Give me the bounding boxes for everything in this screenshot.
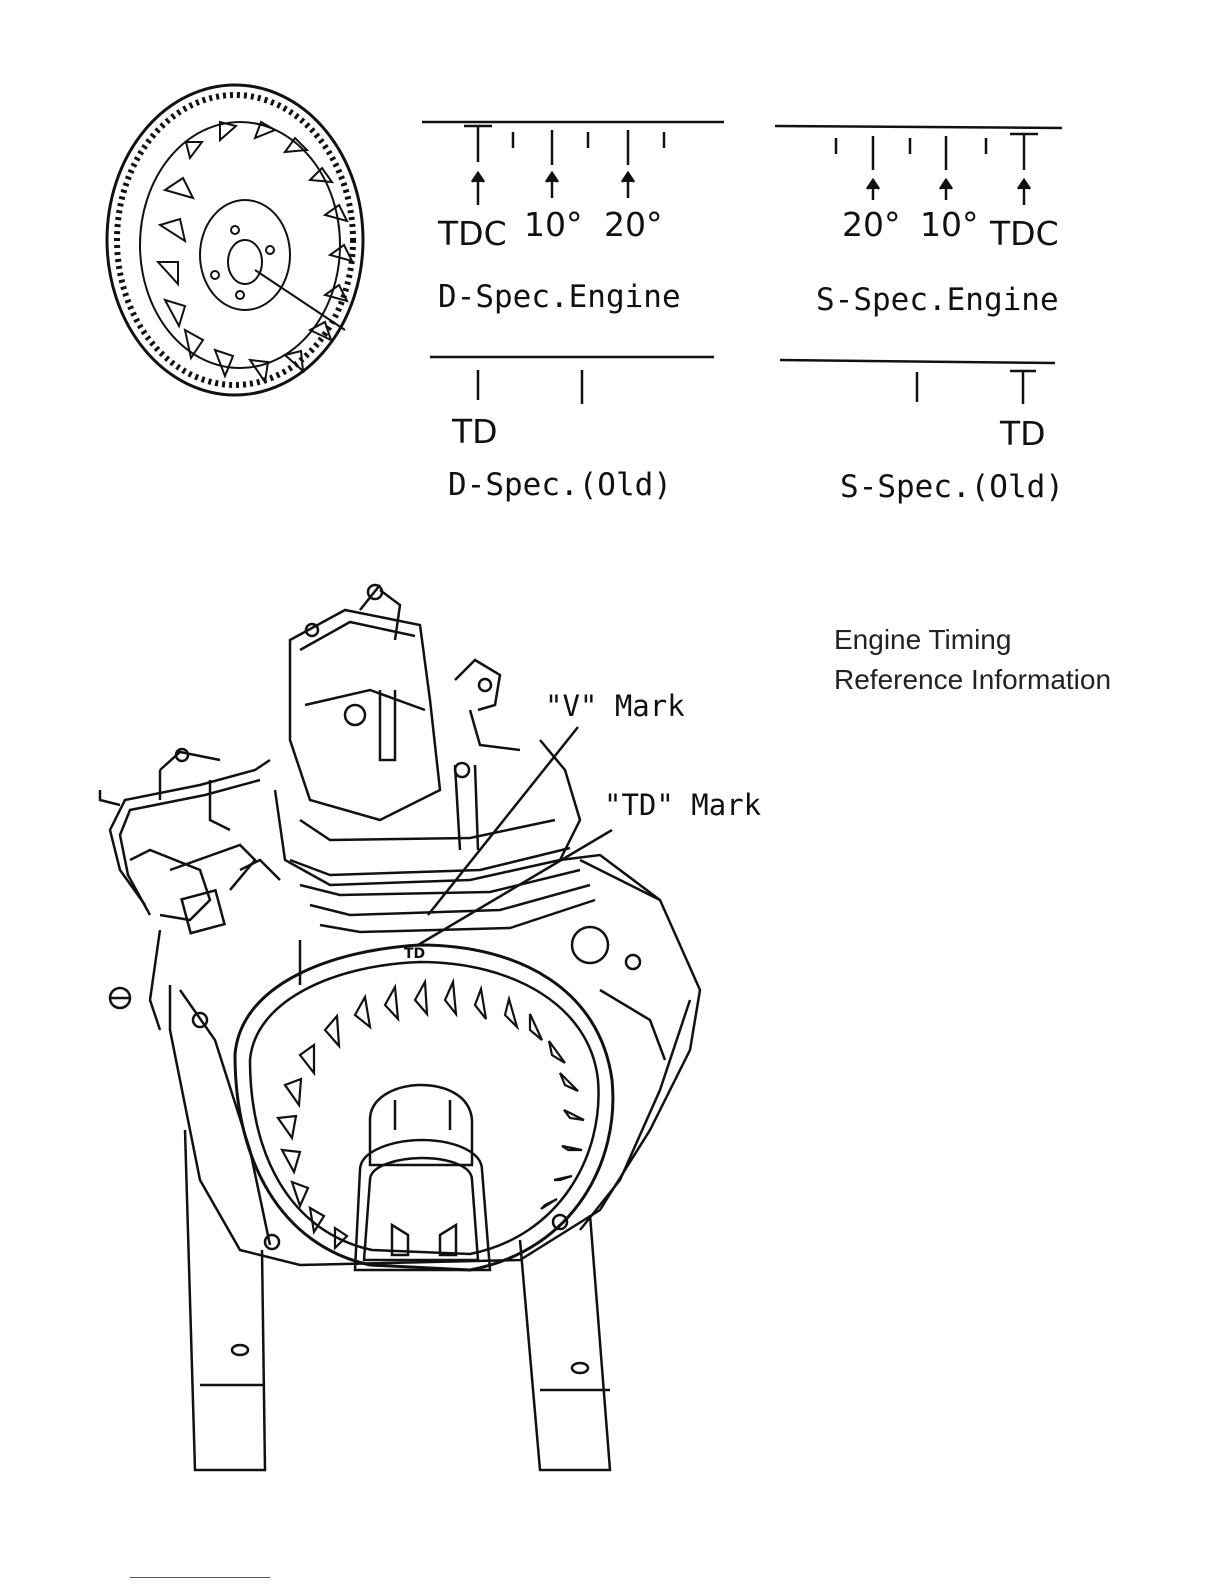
d-spec-label-10: 10° (524, 208, 583, 241)
d-spec-old-scale (430, 357, 714, 404)
v-mark-label: "V" Mark (545, 692, 685, 721)
note-line-2: Reference Information (834, 660, 1111, 700)
s-spec-label-tdc: TDC (990, 217, 1059, 250)
note-line-1: Engine Timing (834, 620, 1111, 660)
s-spec-label-10: 10° (920, 208, 979, 241)
s-spec-scale (775, 126, 1062, 205)
d-spec-old-td-label: TD (452, 415, 498, 448)
d-spec-engine-name: D-Spec.Engine (438, 282, 681, 313)
s-spec-old-name: S-Spec.(Old) (840, 472, 1064, 503)
footer-link-underline (130, 1577, 270, 1578)
d-spec-label-20: 20° (604, 208, 663, 241)
flywheel-td-label: TD (404, 947, 425, 961)
d-spec-label-tdc: TDC (438, 217, 507, 250)
s-spec-engine-name: S-Spec.Engine (816, 285, 1059, 316)
s-spec-old-scale (780, 360, 1055, 404)
reference-note: Engine Timing Reference Information (834, 620, 1111, 700)
s-spec-old-td-label: TD (1000, 417, 1046, 450)
d-spec-scale (422, 122, 724, 205)
d-spec-old-name: D-Spec.(Old) (448, 470, 672, 501)
flywheel-illustration (107, 85, 363, 395)
td-mark-label: "TD" Mark (604, 791, 761, 820)
s-spec-label-20: 20° (842, 208, 901, 241)
